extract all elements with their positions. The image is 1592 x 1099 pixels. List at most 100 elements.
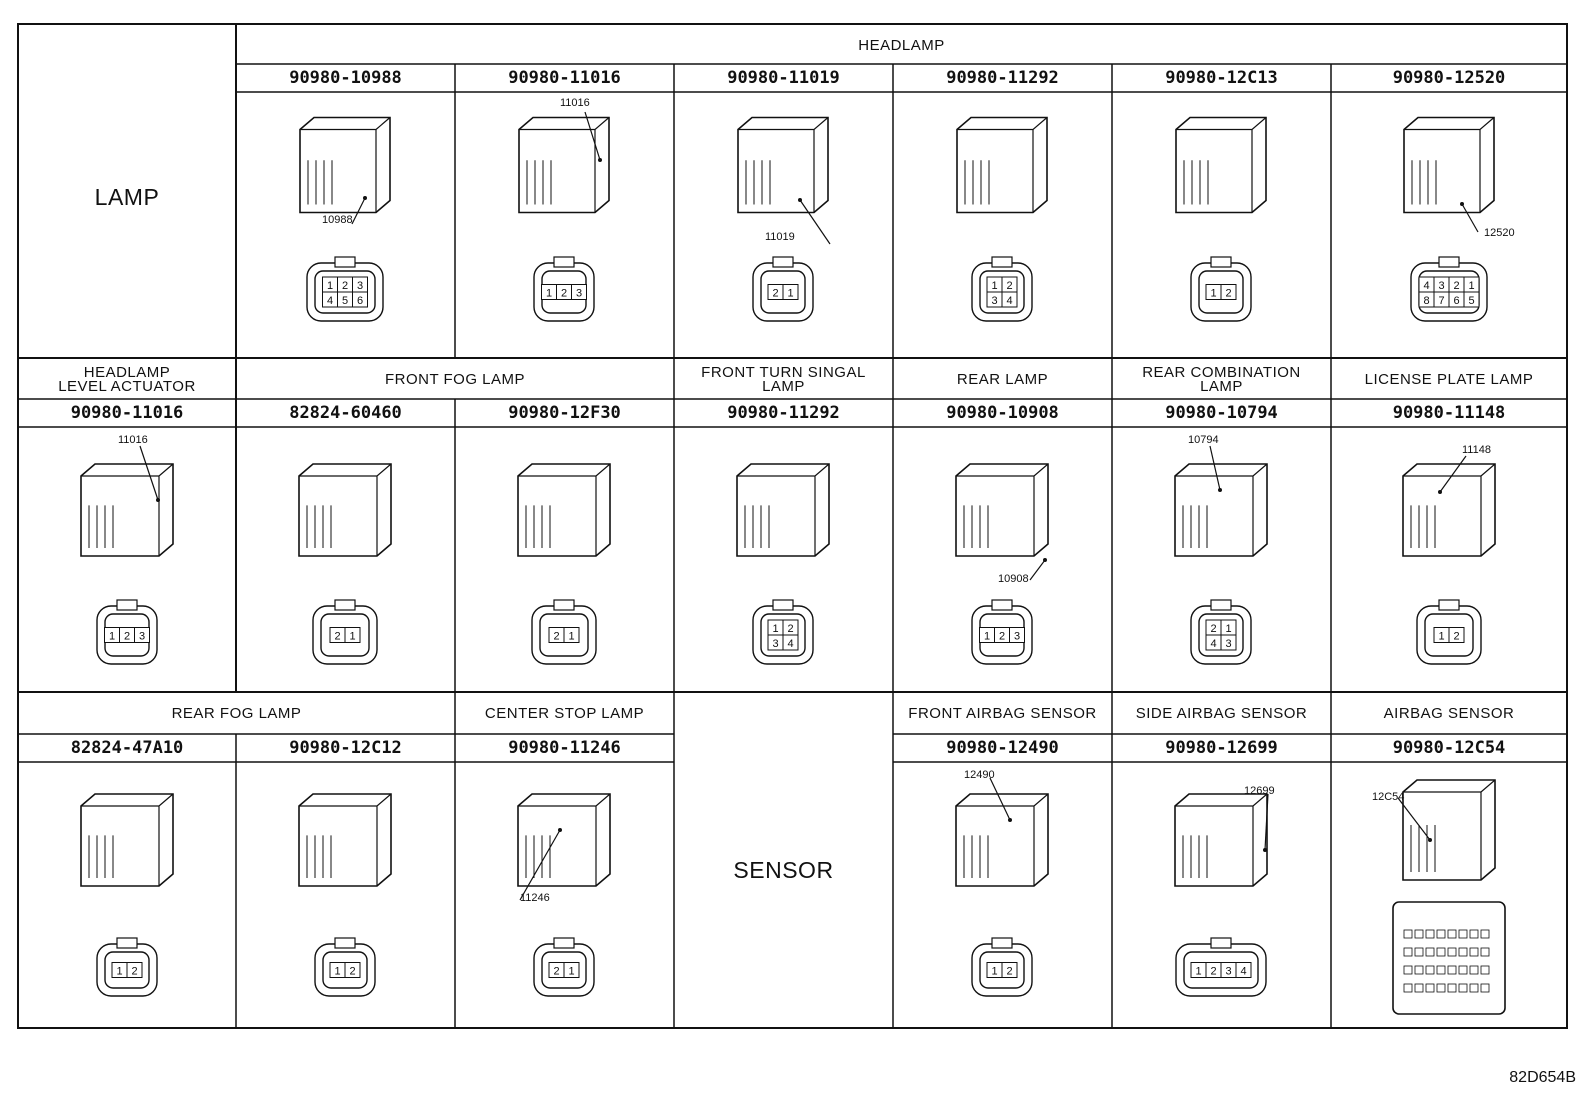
pin-cell <box>1403 947 1413 957</box>
connector-housing <box>737 116 829 214</box>
part-number: 90980-12490 <box>946 738 1059 758</box>
part-number: 90980-11016 <box>508 68 621 88</box>
pin-number: 1 <box>116 966 122 978</box>
callout-leader <box>1439 455 1467 493</box>
callout-leader <box>799 199 831 245</box>
connector-housing <box>955 793 1049 887</box>
part-number: 90980-11292 <box>946 68 1059 88</box>
pin-number: 1 <box>787 288 793 300</box>
pin-number: 2 <box>561 288 567 300</box>
pin-cell <box>1447 929 1457 939</box>
pin-number: 2 <box>1210 966 1216 978</box>
pin-number: 2 <box>1006 966 1012 978</box>
pin-number: 2 <box>124 631 130 643</box>
pin-number: 1 <box>568 631 574 643</box>
pin-cell <box>344 962 361 978</box>
pin-cell <box>1436 947 1446 957</box>
pin-cell <box>1425 965 1435 975</box>
connector-latch <box>334 937 356 949</box>
pin-cell <box>1448 627 1465 643</box>
connector-latch <box>553 256 575 268</box>
pin-number: 4 <box>787 638 793 650</box>
part-number: 90980-10794 <box>1165 403 1278 423</box>
pin-number: 1 <box>1210 288 1216 300</box>
pin-cell <box>1425 983 1435 993</box>
pin-cell <box>1447 983 1457 993</box>
callout-label: 11016 <box>560 97 590 109</box>
connector-latch <box>772 599 794 611</box>
connector-edge <box>299 793 392 886</box>
category-front-fog-lamp: FRONT FOG LAMP <box>384 371 526 388</box>
pin-cell <box>1220 634 1237 651</box>
pin-number: 1 <box>334 966 340 978</box>
connector-housing <box>1403 116 1495 214</box>
pin-cell <box>1469 947 1479 957</box>
pin-number: 3 <box>1225 638 1231 650</box>
category-line: LEVEL ACTUATOR <box>58 378 196 395</box>
callout-label: 10908 <box>998 573 1029 585</box>
pin-cell <box>1436 965 1446 975</box>
pin-number: 1 <box>327 280 333 292</box>
pin-number: 2 <box>772 288 778 300</box>
pin-cell <box>1463 291 1480 308</box>
connector-latch <box>334 256 356 268</box>
pin-number: 2 <box>1210 623 1216 635</box>
pin-cell <box>1447 965 1457 975</box>
connector-edge <box>299 463 392 556</box>
pin-cell <box>1458 983 1468 993</box>
pin-number: 2 <box>787 623 793 635</box>
pin-cell <box>352 291 368 308</box>
callout-leader <box>1209 445 1221 491</box>
connector-housing <box>1402 779 1496 881</box>
pin-number: 1 <box>991 966 997 978</box>
part-number: 82824-60460 <box>289 403 402 423</box>
pin-number: 2 <box>1453 280 1459 292</box>
pin-cell <box>1414 983 1424 993</box>
part-number: 82824-47A10 <box>70 738 184 758</box>
pin-number: 3 <box>991 295 997 307</box>
category-license-plate-lamp: LICENSE PLATE LAMP <box>1364 371 1534 388</box>
pin-cell <box>571 284 587 300</box>
connector-edge <box>300 117 391 213</box>
pin-number: 2 <box>131 966 137 978</box>
part-number: 90980-10908 <box>946 403 1059 423</box>
pin-cell <box>1425 947 1435 957</box>
section-sensor: SENSOR <box>733 857 834 883</box>
category-line: REAR COMBINATION <box>1142 364 1301 381</box>
part-number: 90980-11292 <box>727 403 840 423</box>
callout-label: 11246 <box>520 892 550 904</box>
pin-cell <box>1480 983 1490 993</box>
pin-number: 2 <box>1453 631 1459 643</box>
connector-latch <box>1438 256 1460 268</box>
pin-number: 1 <box>991 280 997 292</box>
callout-label: 12490 <box>964 769 995 781</box>
connector-housing <box>1175 116 1267 214</box>
callout-arrowhead <box>363 196 367 200</box>
callout-arrowhead <box>1263 848 1267 852</box>
connector-latch <box>334 599 356 611</box>
pin-cell <box>1469 929 1479 939</box>
category-line: LAMP <box>1200 378 1243 395</box>
pin-number: 2 <box>999 631 1005 643</box>
pin-number: 3 <box>772 638 778 650</box>
callout-arrowhead <box>1043 558 1047 562</box>
connector-edge <box>1404 117 1495 213</box>
part-number: 90980-12C13 <box>1165 68 1278 88</box>
pin-number: 2 <box>1006 280 1012 292</box>
category-rear-lamp: REAR LAMP <box>956 371 1049 388</box>
connector-edge <box>1175 793 1268 886</box>
callout-leader <box>139 445 159 501</box>
connector-edge <box>956 463 1049 556</box>
connector-housing <box>298 463 392 557</box>
connector-latch <box>1210 599 1232 611</box>
pin-cell <box>1469 983 1479 993</box>
callout-label: 12C54 <box>1372 791 1405 803</box>
category-rear-fog-lamp: REAR FOG LAMP <box>171 705 302 722</box>
connector-edge <box>518 463 611 556</box>
pin-cell <box>1480 965 1490 975</box>
pin-cell <box>1235 962 1252 978</box>
pin-cell <box>1447 947 1457 957</box>
